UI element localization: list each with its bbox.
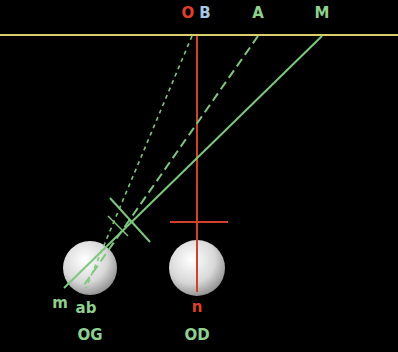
eye-label: OG [77, 328, 102, 343]
point-label: M [315, 6, 330, 21]
point-label: B [199, 6, 210, 21]
right-tick [170, 221, 228, 223]
line-b [86, 36, 192, 288]
retina-label: n [192, 300, 203, 315]
perpendicular-tick [110, 198, 150, 242]
line-a [82, 36, 258, 288]
point-label: O [182, 6, 195, 21]
retina-label: ab [76, 301, 97, 316]
cross-mark [108, 216, 128, 236]
right-visual-axis [196, 36, 198, 292]
line-m [64, 36, 322, 288]
point-label: A [252, 6, 264, 21]
fixation-plane [0, 34, 398, 36]
retina-label: m [52, 296, 68, 311]
eye-label: OD [184, 328, 209, 343]
